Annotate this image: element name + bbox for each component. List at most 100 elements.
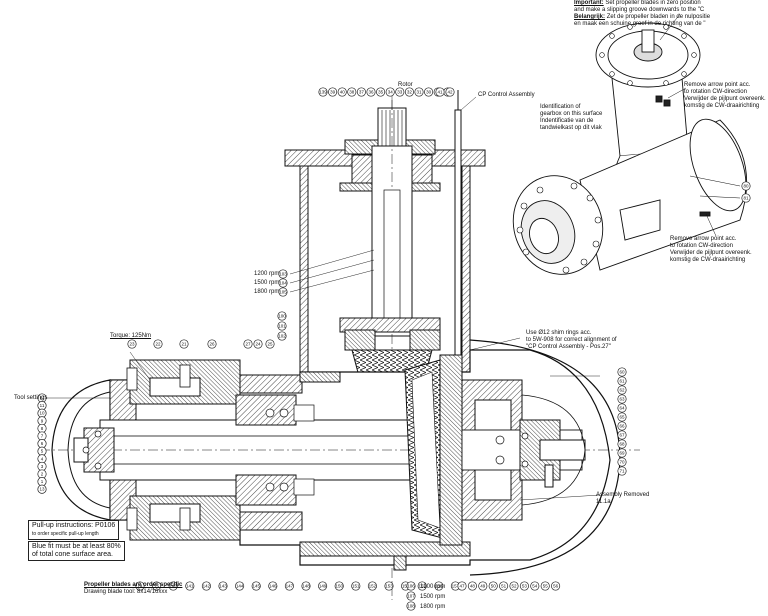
callout-bubble: 51 xyxy=(499,581,509,591)
blue-fit-2: of total cone surface area. xyxy=(32,551,113,558)
callout-bubble: 62 xyxy=(617,385,627,395)
callout-number: 23 xyxy=(129,342,135,347)
callout-bubble: 24 xyxy=(253,339,263,349)
rpm-1800-label: 1800 rpm xyxy=(254,289,280,295)
callout-number: 68 xyxy=(619,442,625,447)
callout-number: 144 xyxy=(236,584,244,589)
rpm-bottom-3: 1800 rpm xyxy=(420,604,446,610)
callout-circle xyxy=(179,339,189,349)
torque-label: Torque: 125Nm xyxy=(110,333,152,339)
callout-bubble: 66 xyxy=(617,421,627,431)
identification-2: gearbox on this surface xyxy=(540,111,603,117)
callout-bubble: 147 xyxy=(284,581,294,591)
callout-number: 101 xyxy=(278,324,286,329)
rpm-1200-label: 1200 rpm xyxy=(254,271,280,277)
callout-circle xyxy=(519,581,529,591)
callout-number: 2 xyxy=(41,472,44,477)
callout-bubble: 27 xyxy=(243,339,253,349)
callout-bubble: 103 xyxy=(278,269,288,279)
callout-circle xyxy=(235,581,245,591)
callout-circle xyxy=(251,581,261,591)
callout-bubble: 12 xyxy=(37,393,47,403)
callout-bubble: 6 xyxy=(37,439,47,449)
callout-bubble: 56 xyxy=(551,581,561,591)
leader-lines xyxy=(47,92,601,501)
callout-number: 61 xyxy=(619,379,625,384)
callout-number: 26 xyxy=(209,342,215,347)
callout-number: 3 xyxy=(41,464,44,469)
blue-fit-note: Blue fit must be at least 80% of total c… xyxy=(28,541,125,561)
callout-bubble: 60 xyxy=(617,367,627,377)
callout-bubble: 1 xyxy=(37,477,47,487)
callout-bubble: 157 xyxy=(450,581,460,591)
callout-number: 69 xyxy=(619,451,625,456)
callout-circle xyxy=(135,581,145,591)
callout-number: 149 xyxy=(319,584,327,589)
callout-number: 27 xyxy=(245,342,251,347)
callout-number: 41 xyxy=(437,90,443,95)
callout-bubble: 106 xyxy=(406,581,416,591)
callout-bubble: 50 xyxy=(488,581,498,591)
callout-bubble: 145 xyxy=(251,581,261,591)
remove-arrow-bot-1: Remove arrow point acc. xyxy=(670,236,737,242)
callout-circle xyxy=(467,581,477,591)
callout-circle xyxy=(318,581,328,591)
callout-circle xyxy=(478,581,488,591)
remove-arrow-top-2: to rotation CW-direction xyxy=(684,89,747,95)
callout-bubble: 31 xyxy=(414,87,424,97)
callout-number: 153 xyxy=(385,584,393,589)
callout-number: 154 xyxy=(402,584,410,589)
callout-circle xyxy=(201,581,211,591)
callout-number: 13 xyxy=(39,487,45,492)
callout-bubble: 156 xyxy=(434,581,444,591)
callout-number: 107 xyxy=(407,594,415,599)
callout-number: 54 xyxy=(532,584,538,589)
callout-circle xyxy=(367,581,377,591)
important-note: Important: Set propeller blades in zero … xyxy=(574,0,710,28)
callout-bubble: 47 xyxy=(457,581,467,591)
callout-circle xyxy=(435,87,445,97)
callout-circle xyxy=(153,339,163,349)
callout-number: 152 xyxy=(369,584,377,589)
callout-bubble: 34 xyxy=(385,87,395,97)
use-1: Use Ø12 shim rings acc. xyxy=(526,330,592,336)
callout-number: 47 xyxy=(459,584,465,589)
identification-3: Indentificatie van de xyxy=(540,118,594,124)
callout-number: 32 xyxy=(407,90,413,95)
callout-bubble: 37 xyxy=(356,87,366,97)
callout-bubble: 104 xyxy=(278,278,288,288)
callout-number: 105 xyxy=(279,290,287,295)
callout-bubble: 26 xyxy=(207,339,217,349)
callout-number: 15 xyxy=(154,584,160,589)
callout-number: 10 xyxy=(39,411,45,416)
important-label: Important: xyxy=(574,0,604,6)
callout-bubble: 39 xyxy=(328,87,338,97)
callout-number: 139 xyxy=(319,90,327,95)
callout-number: 35 xyxy=(378,90,384,95)
callout-bubble: 61 xyxy=(617,376,627,386)
callout-bubble: 15 xyxy=(152,581,162,591)
callout-circle xyxy=(617,412,627,422)
callout-circle xyxy=(207,339,217,349)
callout-number: 104 xyxy=(279,281,287,286)
remove-arrow-note-top: Remove arrow point acc. to rotation CW-d… xyxy=(684,82,766,110)
callout-circle xyxy=(617,439,627,449)
callout-number: 140 xyxy=(169,584,177,589)
use-2: to 5W-908 for correct alignment of xyxy=(526,337,617,343)
assembly-2: 11.1a xyxy=(596,499,611,505)
callout-number: 42 xyxy=(447,90,453,95)
identification-note: Identification of gearbox on this surfac… xyxy=(540,104,602,132)
callout-bubble: 11 xyxy=(37,401,47,411)
callout-circle xyxy=(617,403,627,413)
callout-number: 150 xyxy=(335,584,343,589)
callout-number: 14 xyxy=(137,584,143,589)
callout-bubble: 49 xyxy=(478,581,488,591)
callout-circle xyxy=(445,87,455,97)
callout-bubble: 33 xyxy=(395,87,405,97)
callout-number: 1 xyxy=(41,479,44,484)
callout-bubble: 67 xyxy=(617,430,627,440)
callout-number: 148 xyxy=(302,584,310,589)
callout-circle xyxy=(488,581,498,591)
callout-circle xyxy=(406,601,416,611)
cp-control-label: CP Control Assembly xyxy=(478,92,535,98)
